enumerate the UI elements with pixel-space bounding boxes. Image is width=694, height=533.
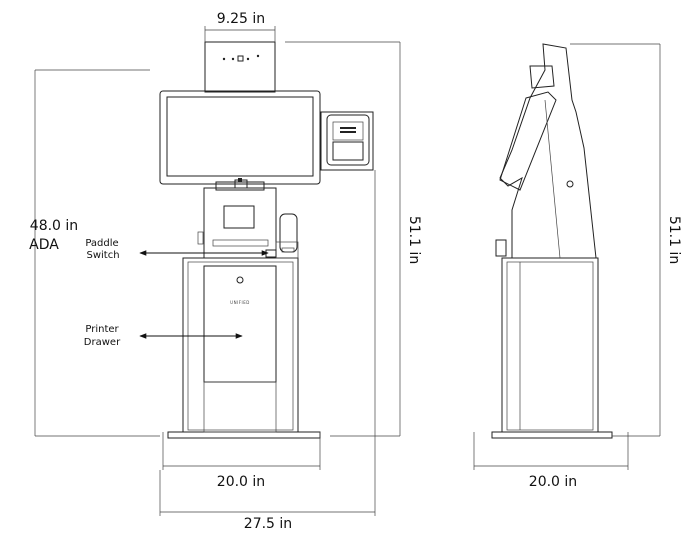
camera-board [204,41,276,93]
side-height-label: 51.1 in [666,216,682,264]
front-view: UNIFIED [34,26,401,516]
ada-height-tag: ADA [29,237,59,253]
payment-terminal [320,111,374,171]
drawer-lock [236,276,244,284]
printer-drawer-label-2: Drawer [84,337,121,348]
side-view [473,43,661,470]
paddle-switch-label-1: Paddle [85,238,118,249]
front-pedestal: UNIFIED [182,257,299,433]
front-upper-cabinet [197,187,299,259]
side-body [499,43,597,259]
front-base-width-label: 20.0 in [217,474,265,490]
front-height-label: 51.1 in [406,216,422,264]
monitor [159,90,321,185]
ada-height-value: 48.0 in [30,218,78,234]
top-width-label: 9.25 in [217,11,265,27]
side-base-width-label: 20.0 in [529,474,577,490]
overall-width-label: 27.5 in [244,516,292,532]
front-base-plate [167,431,321,439]
printer-drawer-label-1: Printer [85,324,119,335]
side-base-plate [491,431,613,439]
paddle-switch-label-2: Switch [86,250,119,261]
device-logo: UNIFIED [230,300,250,305]
scanner [279,213,298,253]
